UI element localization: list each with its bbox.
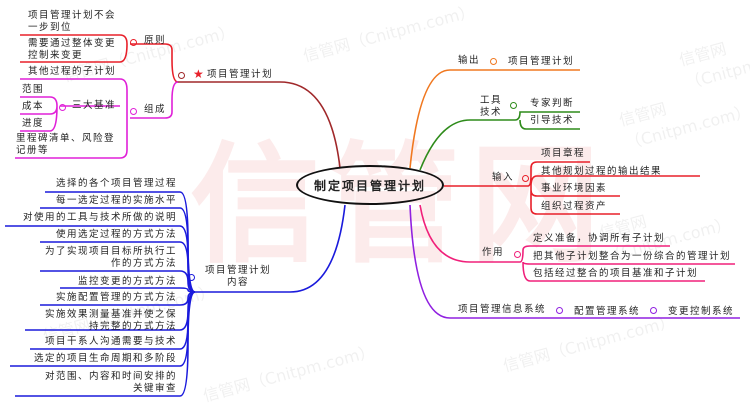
node-plan[interactable]: 项目管理计划 bbox=[207, 69, 274, 80]
node-item[interactable]: 实施配置管理的方式方法 bbox=[55, 292, 177, 303]
node-item[interactable]: 其他过程的子计划 bbox=[28, 66, 117, 77]
node-baselines[interactable]: 三大基准 bbox=[72, 100, 117, 111]
connector bbox=[40, 291, 196, 306]
node-item[interactable]: 每一选定过程的实施水平 bbox=[55, 195, 177, 206]
node-principle[interactable]: 原则 bbox=[144, 35, 167, 46]
node-role[interactable]: 作用 bbox=[482, 247, 505, 258]
node-item[interactable]: 项目章程 bbox=[541, 148, 586, 159]
collapse-toggle[interactable] bbox=[650, 307, 657, 314]
node-item[interactable]: 包括经过整合的项目基准和子计划 bbox=[533, 268, 699, 279]
node-item[interactable]: 选择的各个项目管理过程 bbox=[55, 178, 177, 189]
connector bbox=[15, 291, 196, 397]
collapse-toggle[interactable] bbox=[130, 39, 137, 46]
collapse-toggle[interactable] bbox=[130, 108, 137, 115]
node-item[interactable]: 监控变更的方式方法 bbox=[77, 276, 177, 287]
node-item[interactable]: 变更控制系统 bbox=[668, 306, 735, 317]
node-item[interactable]: 项目管理计划不会一步到位 bbox=[28, 10, 117, 33]
node-item[interactable]: 使用选定过程的方式方法 bbox=[55, 229, 177, 240]
collapse-toggle[interactable] bbox=[522, 175, 529, 182]
collapse-toggle[interactable] bbox=[490, 58, 497, 65]
node-item[interactable]: 为了实现项目目标所执行工作的方式方法 bbox=[44, 246, 177, 269]
node-composition[interactable]: 组成 bbox=[144, 104, 167, 115]
central-topic[interactable]: 制定项目管理计划 bbox=[296, 165, 444, 205]
node-item[interactable]: 组织过程资产 bbox=[541, 201, 608, 212]
node-item[interactable]: 进度 bbox=[22, 118, 45, 129]
node-item[interactable]: 对使用的工具与技术所做的说明 bbox=[22, 212, 177, 223]
node-item[interactable]: 项目干系人沟通需要与技术 bbox=[44, 336, 177, 347]
node-item[interactable]: 里程碑清单、风险登记册等 bbox=[16, 133, 116, 156]
collapse-toggle[interactable] bbox=[510, 102, 517, 109]
collapse-toggle[interactable] bbox=[188, 274, 195, 281]
node-output[interactable]: 输出 bbox=[458, 55, 481, 66]
collapse-toggle[interactable] bbox=[59, 104, 66, 111]
node-item[interactable]: 引导技术 bbox=[530, 115, 575, 126]
node-item[interactable]: 其他规划过程的输出结果 bbox=[541, 166, 663, 177]
star-icon: ★ bbox=[193, 67, 206, 81]
node-item[interactable]: 把其他子计划整合为一份综合的管理计划 bbox=[533, 251, 732, 262]
node-item[interactable]: 定义准备，协调所有子计划 bbox=[533, 233, 666, 244]
connector bbox=[40, 270, 196, 293]
node-tools[interactable]: 工具技术 bbox=[480, 95, 503, 118]
collapse-toggle[interactable] bbox=[178, 72, 185, 79]
node-item[interactable]: 成本 bbox=[22, 101, 45, 112]
collapse-toggle[interactable] bbox=[556, 307, 563, 314]
node-item[interactable]: 范围 bbox=[22, 84, 45, 95]
node-input[interactable]: 输入 bbox=[492, 172, 515, 183]
node-pmis[interactable]: 项目管理信息系统 bbox=[458, 304, 547, 315]
node-item[interactable]: 专家判断 bbox=[530, 98, 575, 109]
node-item[interactable]: 实施效果测量基准并使之保持完整的方式方法 bbox=[44, 309, 177, 332]
node-item[interactable]: 项目管理计划 bbox=[508, 56, 575, 67]
node-item[interactable]: 事业环境因素 bbox=[541, 183, 608, 194]
node-item[interactable]: 需要通过整体变更控制来变更 bbox=[28, 38, 117, 61]
node-item[interactable]: 对范围、内容和时间安排的关键审查 bbox=[44, 371, 177, 394]
connector bbox=[40, 241, 196, 293]
collapse-toggle[interactable] bbox=[514, 251, 521, 258]
node-item[interactable]: 选定的项目生命周期和多阶段 bbox=[33, 353, 177, 364]
node-content[interactable]: 项目管理计划内容 bbox=[204, 265, 271, 288]
node-item[interactable]: 配置管理系统 bbox=[574, 306, 641, 317]
